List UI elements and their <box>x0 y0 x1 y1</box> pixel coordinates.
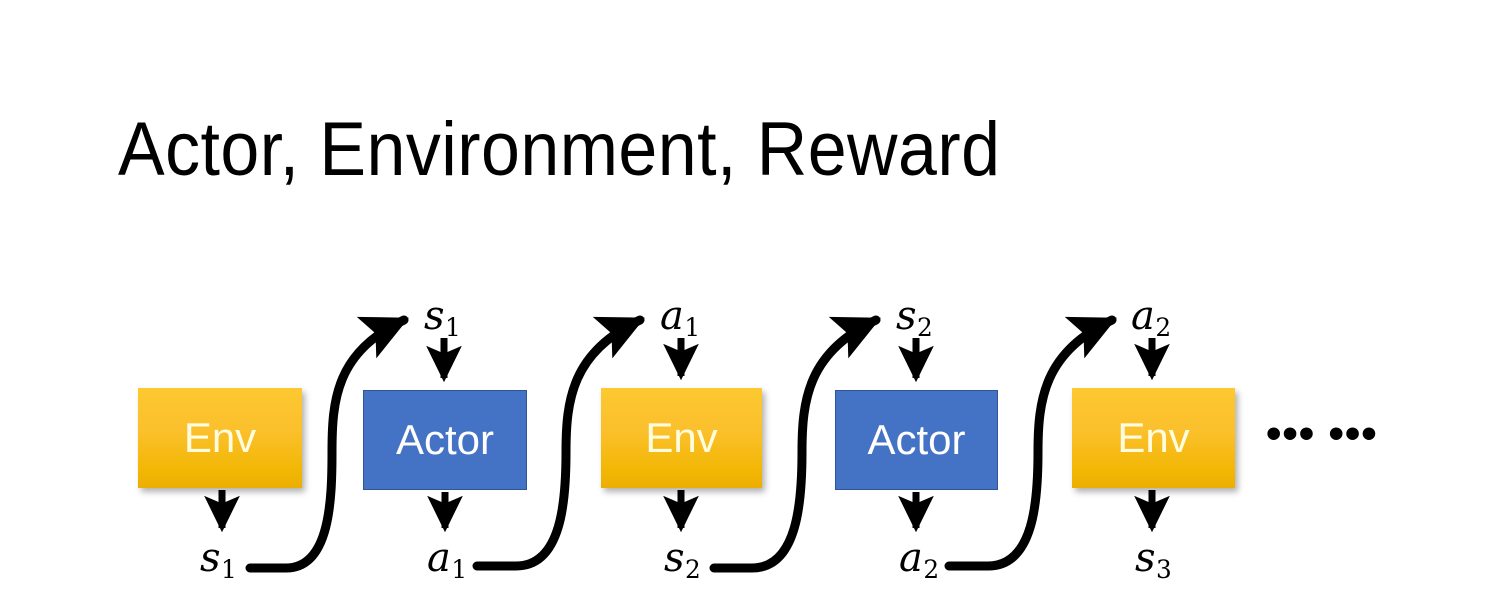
label-top-a2: a2 <box>1131 296 1171 341</box>
label-bottom-s1: s1 <box>200 538 237 583</box>
math-index: 1 <box>221 555 237 585</box>
math-base: a <box>1131 293 1155 339</box>
label-top-s2: s2 <box>896 296 933 341</box>
label-bottom-s2: s2 <box>664 538 701 583</box>
math-base: s <box>664 535 685 581</box>
node-env-3[interactable]: Env <box>1072 388 1235 488</box>
node-label: Env <box>645 414 718 461</box>
node-actor-1[interactable]: Actor <box>363 390 527 490</box>
label-top-s1: s1 <box>424 296 461 341</box>
math-index: 2 <box>923 555 940 585</box>
label-bottom-s3: s3 <box>1135 538 1172 583</box>
math-index: 3 <box>1156 555 1172 585</box>
math-index: 1 <box>684 313 701 343</box>
label-bottom-a1: a1 <box>427 538 467 583</box>
node-label: Actor <box>395 416 495 463</box>
continuation-ellipsis: ••• ••• <box>1266 409 1378 458</box>
node-actor-2[interactable]: Actor <box>835 390 998 490</box>
math-base: a <box>660 293 684 339</box>
node-label: Actor <box>867 416 966 463</box>
math-index: 2 <box>917 313 933 343</box>
label-top-a1: a1 <box>660 296 700 341</box>
math-base: s <box>200 535 221 581</box>
math-index: 1 <box>451 555 468 585</box>
node-env-2[interactable]: Env <box>601 388 762 488</box>
math-index: 1 <box>445 313 461 343</box>
node-env-1[interactable]: Env <box>138 388 302 488</box>
math-base: s <box>1135 535 1156 581</box>
math-index: 2 <box>1155 313 1172 343</box>
page-title: Actor, Environment, Reward <box>118 107 1001 192</box>
label-bottom-a2: a2 <box>899 538 939 583</box>
node-label: Env <box>1117 414 1190 461</box>
math-base: s <box>896 293 917 339</box>
math-base: a <box>899 535 923 581</box>
node-label: Env <box>183 414 257 461</box>
math-base: s <box>424 293 445 339</box>
math-base: a <box>427 535 451 581</box>
math-index: 2 <box>685 555 701 585</box>
